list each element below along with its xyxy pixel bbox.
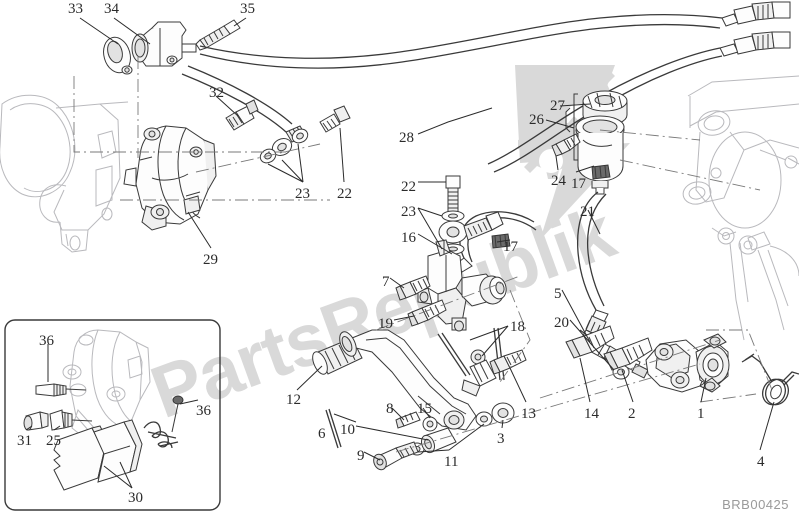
callout-26: 26 [529,112,544,128]
callout-1: 1 [697,406,705,422]
callout-23: 23 [295,186,310,202]
callout-20: 20 [554,315,569,331]
callout-33: 33 [68,1,83,17]
part-19-screw [407,299,447,327]
part-3-washer [491,402,515,424]
brake-line-front [181,65,293,133]
assembly-axis-bracket [539,339,721,399]
callout-24: 24 [551,173,566,189]
callout-28: 28 [399,130,414,146]
assembly-axis-master-2 [499,289,531,383]
part-29-rear-caliper [123,125,217,231]
callout-27: 27 [550,98,565,114]
callout-30: 30 [128,490,143,506]
part-24-reservoir-screw [551,133,581,157]
callout-10: 10 [340,422,355,438]
part-33-gasket [103,36,133,75]
pad-spring-clip [143,421,179,449]
inset-detail-box [4,319,221,511]
callout-35: 35 [240,1,255,17]
part-7-screw [395,275,431,301]
assembly-axis-caliper [73,76,286,153]
part-13-screw [489,349,527,375]
part-15-nut [422,416,438,432]
part-1-pedal-bracket [645,333,730,393]
assembly-axis-master [375,275,521,331]
callout-11: 11 [444,454,459,470]
callout-19: 19 [378,316,393,332]
part-30-brake-pads [53,419,143,491]
callout-29: 29 [203,252,218,268]
banjo-fitting-caliper [259,105,351,164]
callout-32: 32 [209,85,224,101]
callout-3: 3 [497,431,505,447]
part-6-split-pin [325,408,342,449]
part-9-pivot-screw [373,441,419,471]
part-35-union-screw [195,19,241,51]
part-25-bleed-nipple [49,409,93,431]
assembly-axis-caliper-4 [195,143,321,173]
reservoir-group-bracket [565,93,578,161]
callout-17: 17 [503,239,518,255]
callout-6: 6 [318,426,326,442]
leader-lines [25,17,775,489]
part-31-bleed-cap [23,411,49,431]
callout-22: 22 [401,179,416,195]
callout-36: 36 [39,333,54,349]
part-2-screw [603,337,653,371]
connector-lower [487,31,791,173]
assembly-axis-right-2 [619,159,761,191]
part-36-pad-pin-b [171,395,184,433]
part-36-pad-pin-a [35,383,87,397]
callout-17: 17 [571,176,586,192]
callout-14: 14 [584,406,599,422]
callout-31: 31 [17,433,32,449]
diagram-code-label: BRB00425 [722,497,789,512]
callout-9: 9 [357,448,365,464]
callout-21: 21 [580,204,595,220]
callout-8: 8 [386,401,394,417]
part-17-hose-clamp-upper [591,164,611,180]
callout-7: 7 [382,274,390,290]
ghost-frame-left [0,94,129,253]
callout-5: 5 [554,286,562,302]
part-34-union-fitting [131,21,197,67]
part-26-fluid-reservoir [575,115,625,195]
callout-15: 15 [417,401,432,417]
callout-2: 2 [628,406,636,422]
ghost-engine-right [682,75,799,341]
callout-23: 23 [401,204,416,220]
part-32-caliper-screw [225,99,259,131]
callout-34: 34 [104,1,119,17]
callout-36: 36 [196,403,211,419]
callout-18: 18 [510,319,525,335]
assembly-axis-spring [706,329,773,391]
assembly-axis-spring-2 [699,393,757,403]
callout-25: 25 [46,433,61,449]
callout-22: 22 [337,186,352,202]
callout-4: 4 [757,454,765,470]
brake-pedal-arm [339,329,477,431]
part-16-master-cylinder [417,239,507,332]
assembly-axis-pedal [395,363,701,453]
assembly-axis-right [599,129,701,141]
part-14-screw [565,325,615,359]
callout-16: 16 [401,230,416,246]
part-4-return-spring [741,353,799,406]
part-28-brake-line [199,1,791,69]
callout-13: 13 [521,406,536,422]
part-8-screw [395,411,421,429]
callout-12: 12 [286,392,301,408]
